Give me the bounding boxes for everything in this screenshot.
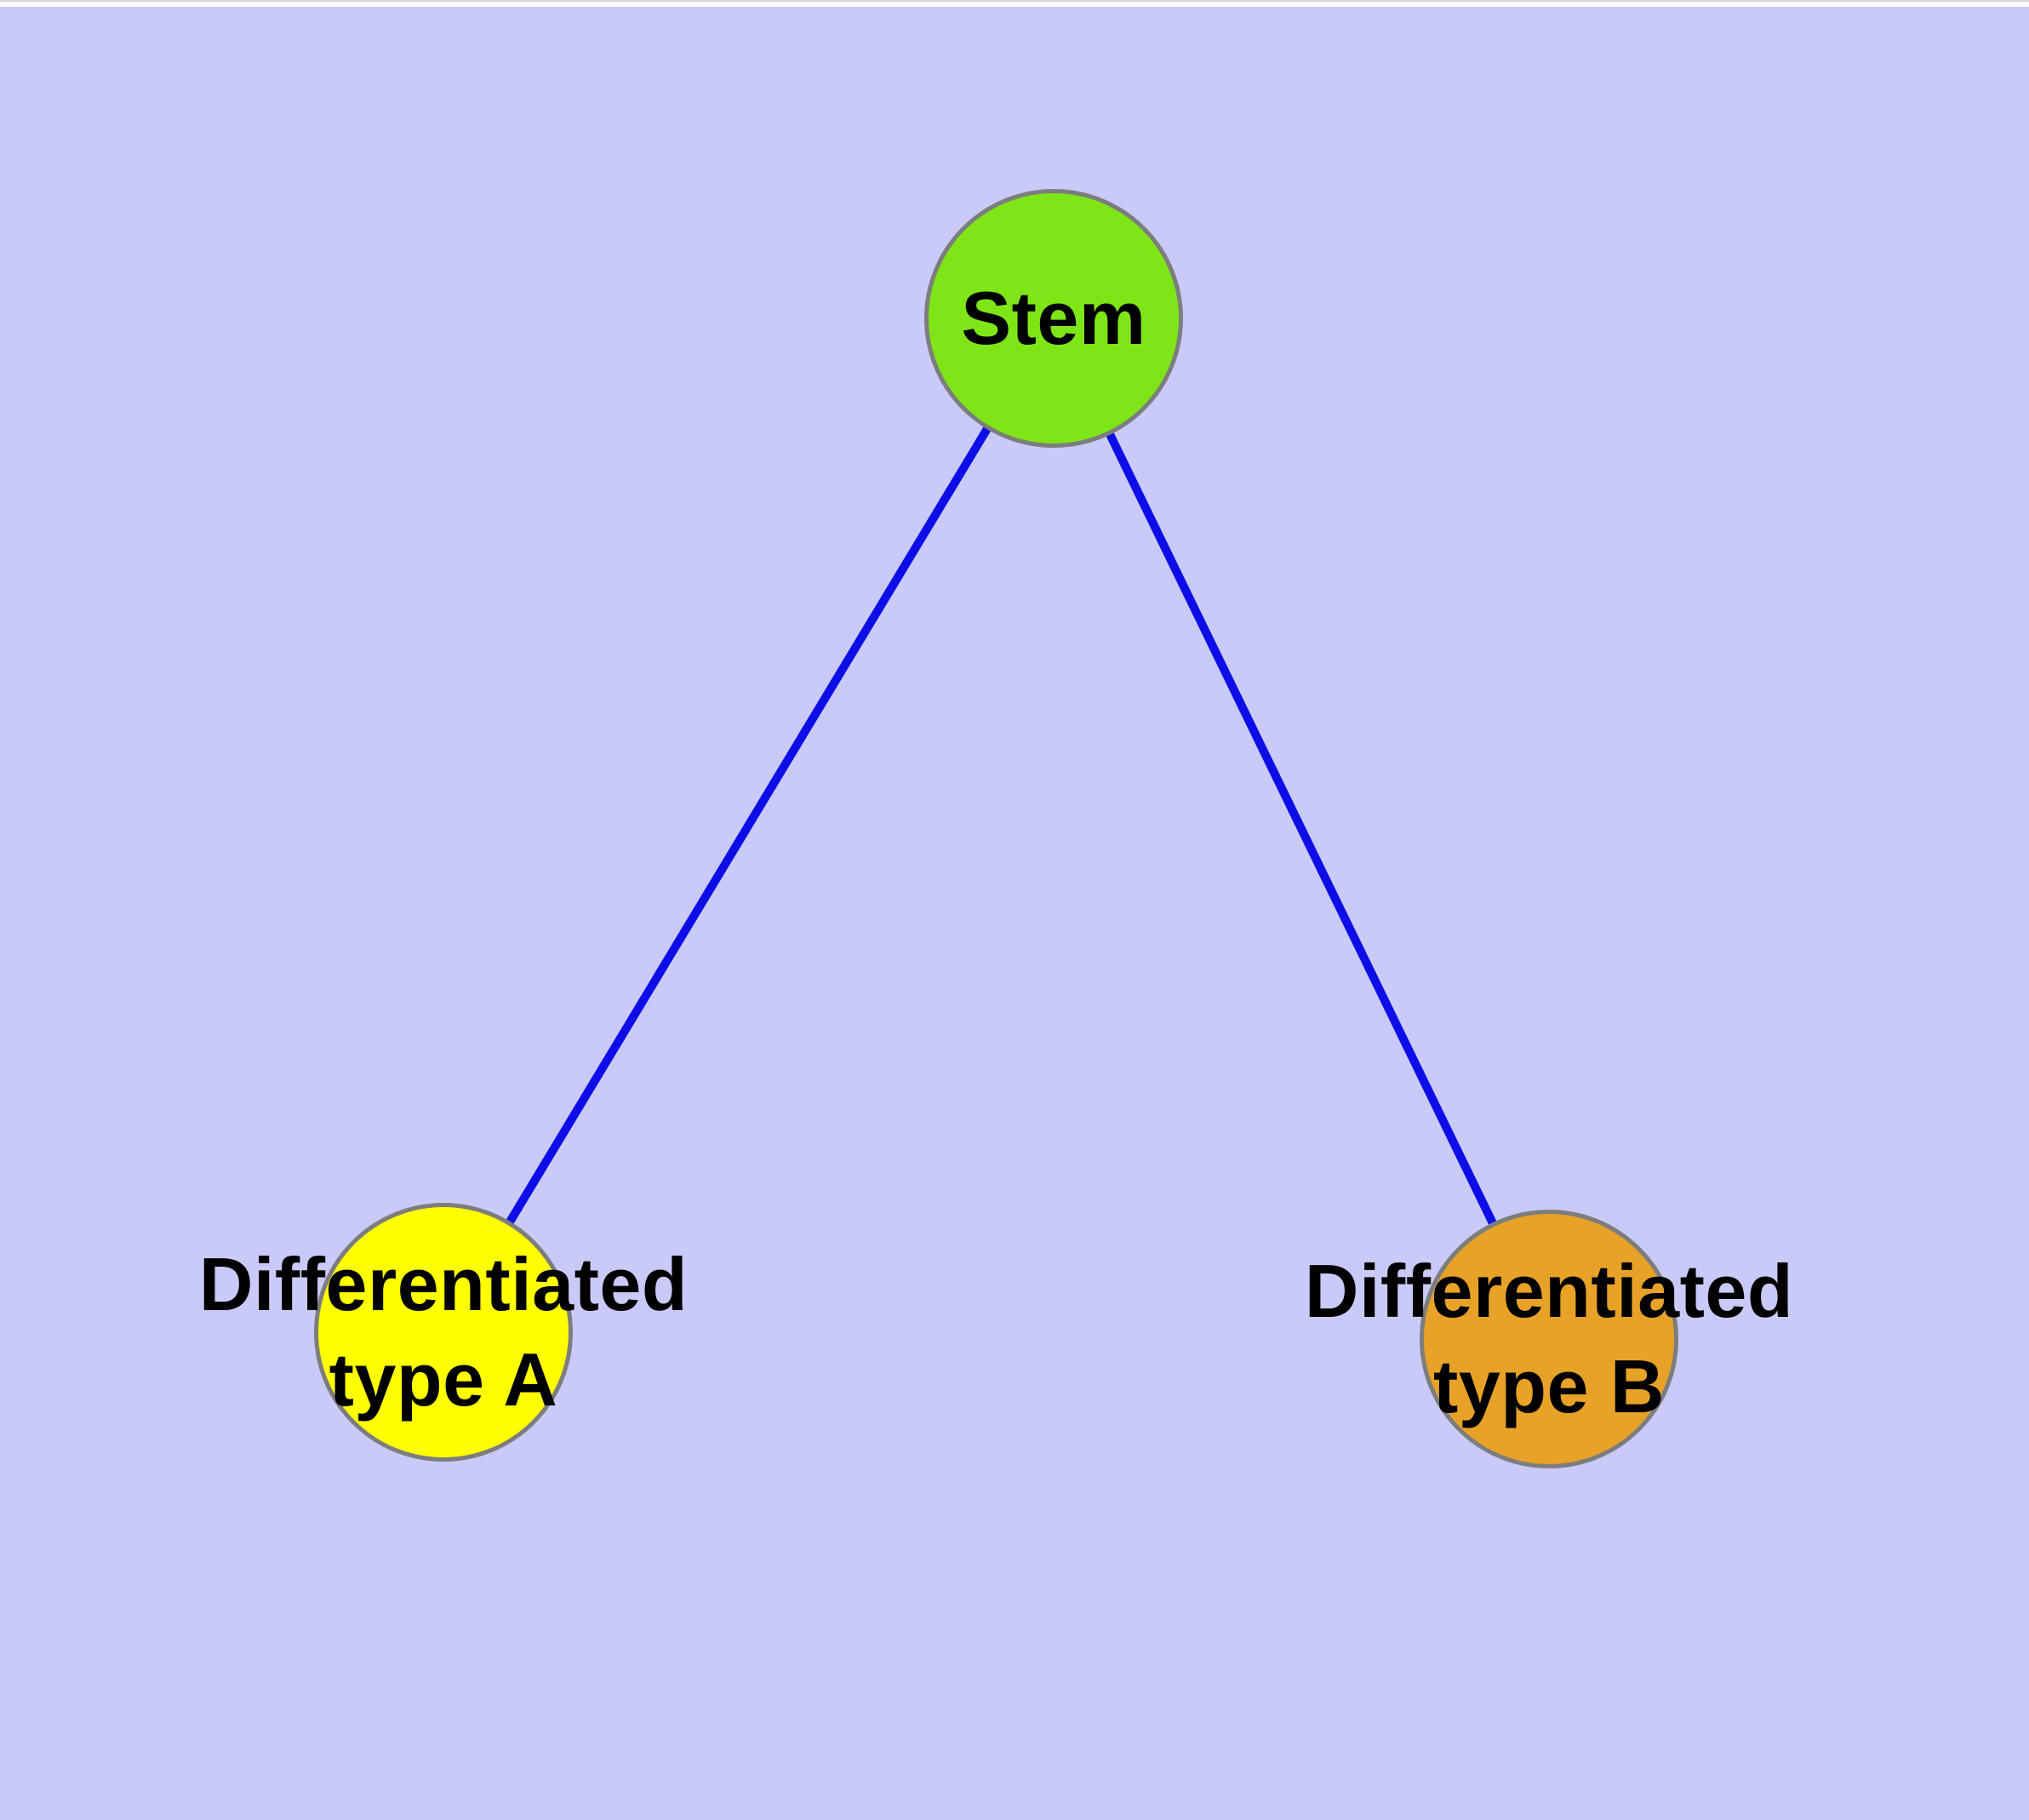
node-stem-label: Stem xyxy=(961,276,1146,360)
node-differentiated-type-b-label: Differentiated type B xyxy=(1304,1249,1794,1428)
node-stem[interactable]: Stem xyxy=(924,189,1183,448)
edge-stem-to-type-a[interactable] xyxy=(439,316,1058,1335)
edge-stem-to-type-b[interactable] xyxy=(1049,316,1553,1342)
node-differentiated-type-a-label: Differentiated type A xyxy=(198,1242,689,1422)
node-differentiated-type-a[interactable]: Differentiated type A xyxy=(199,1203,688,1462)
top-edge-strip xyxy=(0,0,2029,7)
node-differentiated-type-b[interactable]: Differentiated type B xyxy=(1305,1210,1793,1468)
